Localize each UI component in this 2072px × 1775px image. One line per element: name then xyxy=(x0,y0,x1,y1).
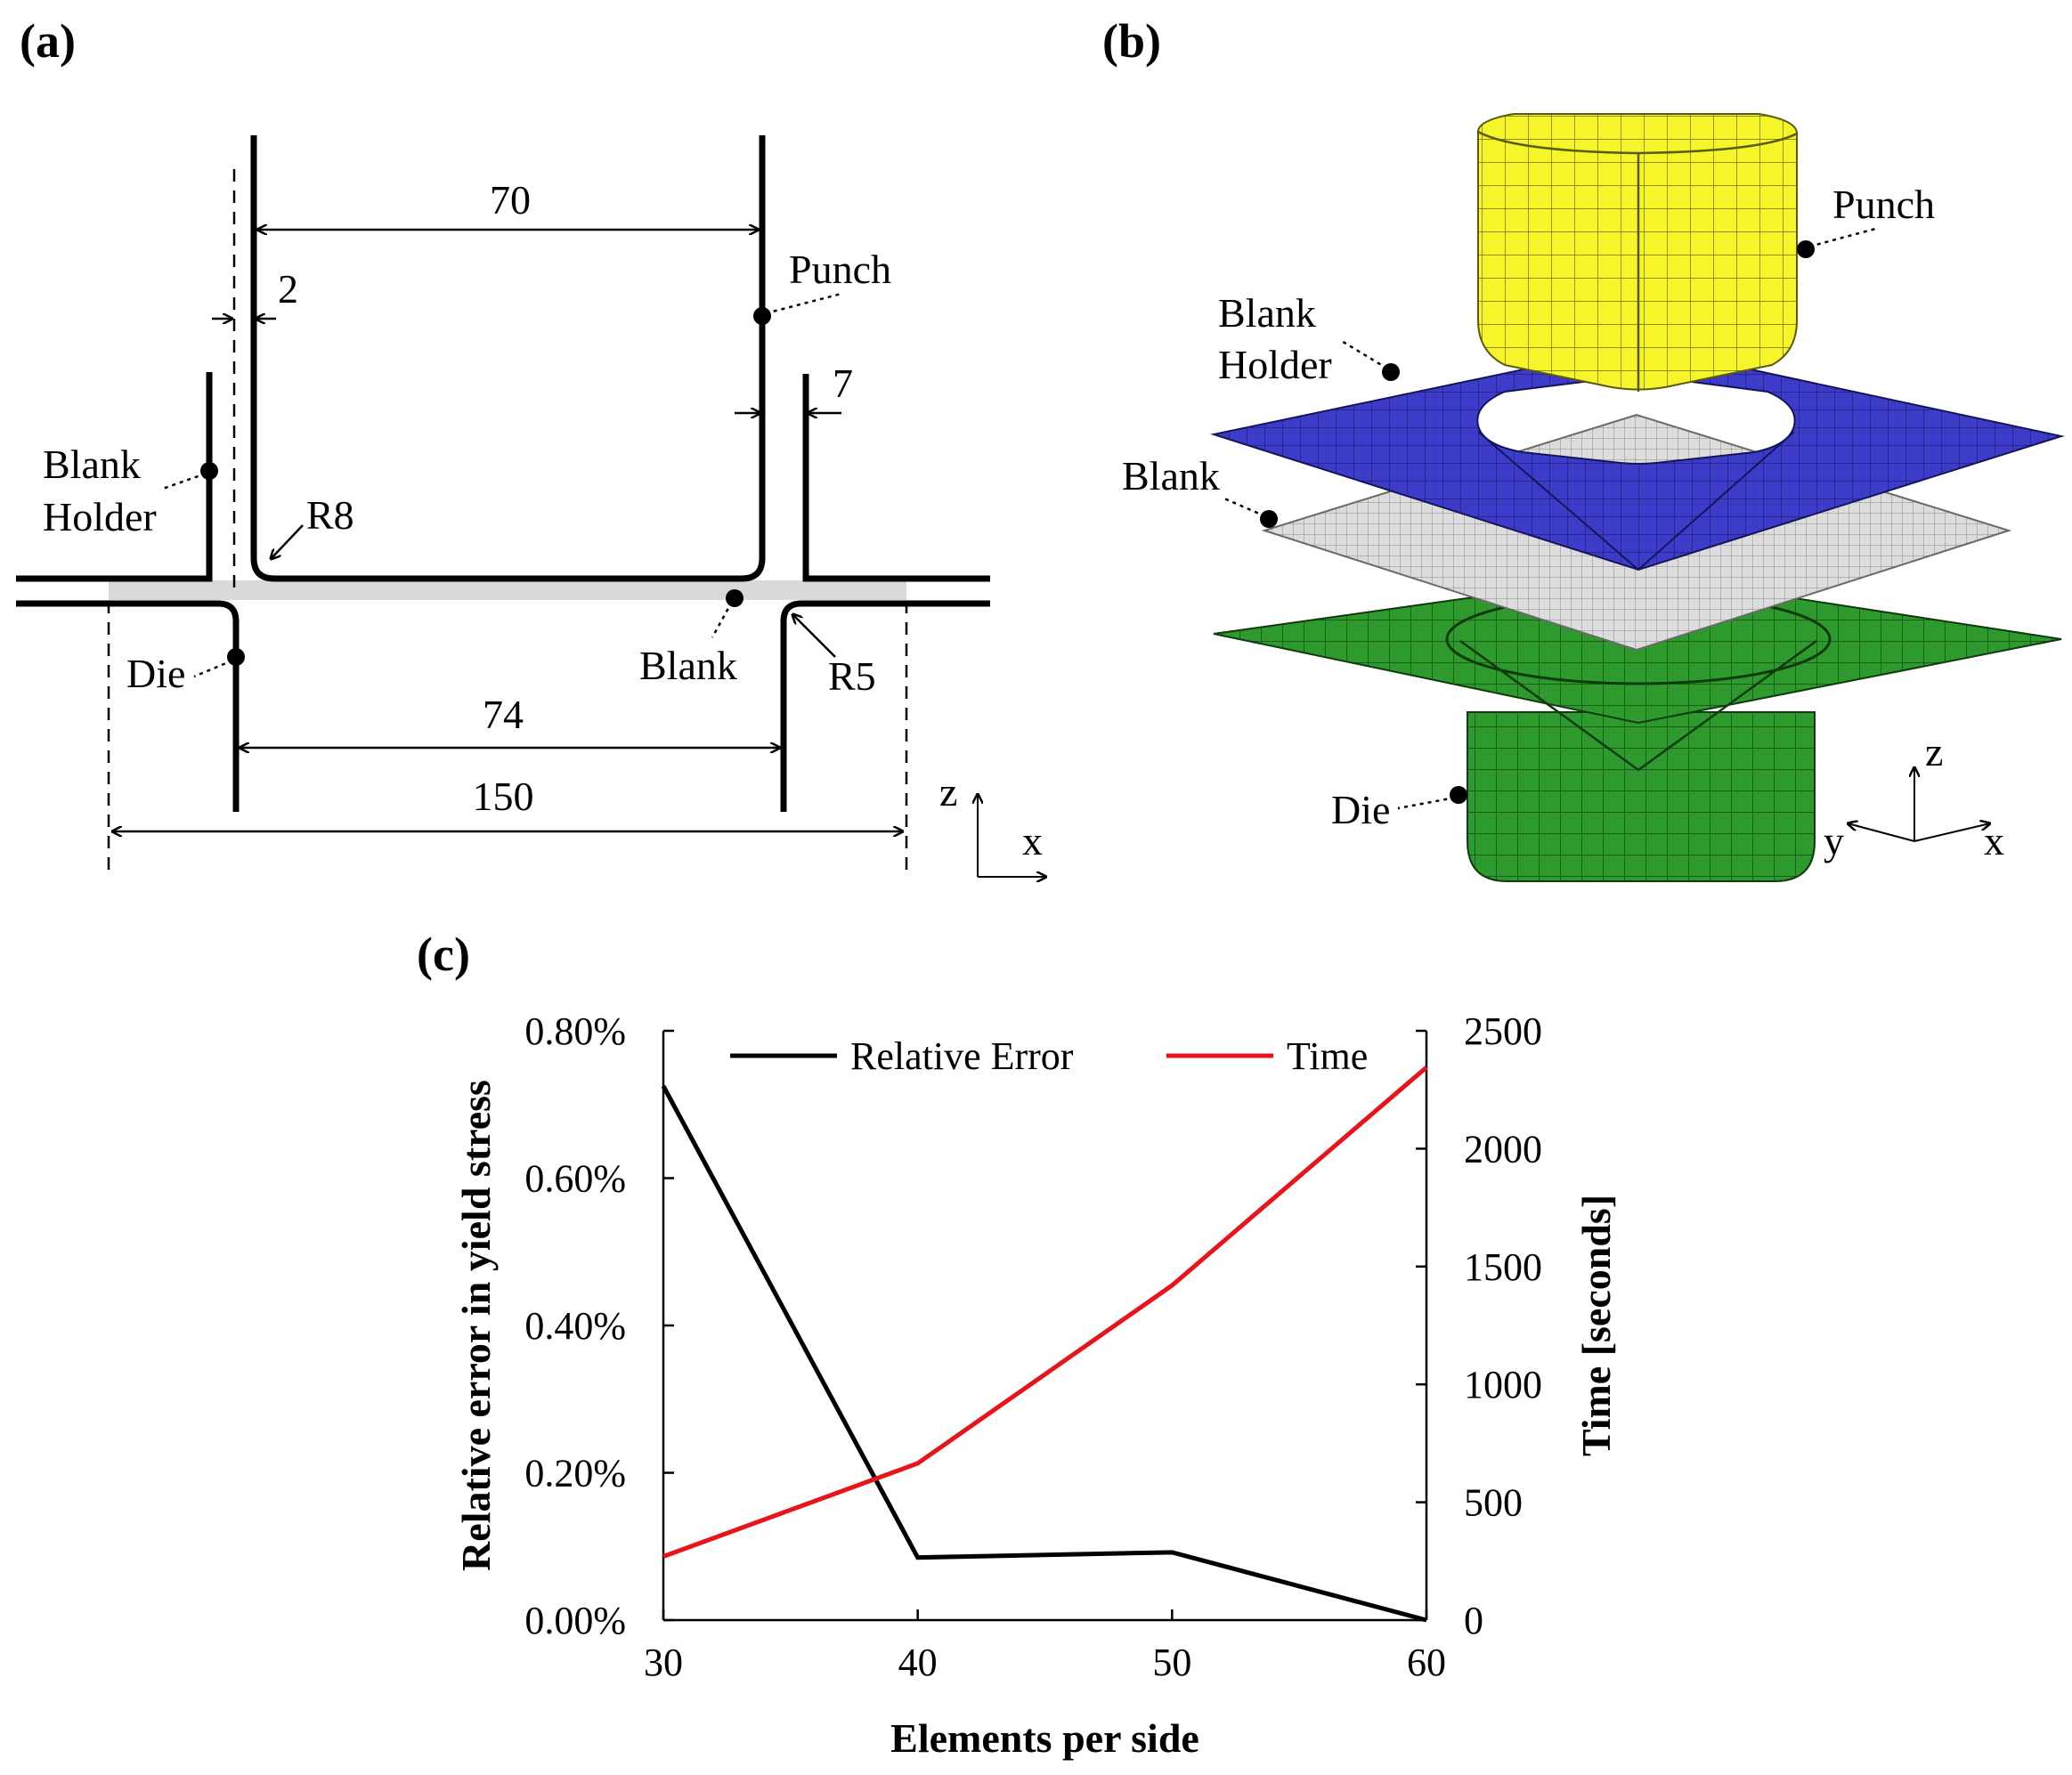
x-axis-title: Elements per side xyxy=(890,1715,1199,1761)
blank-strip xyxy=(109,580,906,600)
y3-axis-arrow xyxy=(1848,823,1915,842)
r5-arrow xyxy=(792,614,836,658)
x3-axis-arrow xyxy=(1914,823,1990,842)
y3-axis-label: y xyxy=(1824,818,1844,863)
x-tick-label: 40 xyxy=(898,1641,938,1684)
panel-c: (c) 0.00% 0.20% 0.40% 0.60% 0.80% 0 500 1000 150… xyxy=(417,928,1619,1761)
punch-dot xyxy=(753,307,771,325)
x-axis-label: x xyxy=(1022,818,1043,863)
line-chart: 0.00% 0.20% 0.40% 0.60% 0.80% 0 500 1000 1500 200… xyxy=(453,1009,1619,1761)
panel-b: (b) Punch Blank Holder B xyxy=(1102,14,2065,882)
die-cavity-cone xyxy=(1459,639,1817,772)
blank-holder-right xyxy=(802,374,990,582)
dim-150-text: 150 xyxy=(473,774,534,819)
die-label: Die xyxy=(126,651,185,696)
die-box xyxy=(1467,711,1816,882)
y-tick-label: 0.40% xyxy=(524,1304,626,1348)
y2-tick-label: 1500 xyxy=(1464,1245,1542,1289)
z-axis-label: z xyxy=(939,769,957,815)
holder-3d-dot xyxy=(1382,363,1400,381)
die-3d-label: Die xyxy=(1331,787,1390,832)
blank-holder-left xyxy=(16,372,213,582)
holder-3d-leader xyxy=(1339,338,1388,370)
punch-3d-leader xyxy=(1808,226,1880,248)
x-tick-label: 30 xyxy=(644,1641,683,1684)
r8-text: R8 xyxy=(306,492,354,538)
punch-3d-label: Punch xyxy=(1832,182,1935,227)
y2-tick-label: 0 xyxy=(1464,1599,1483,1642)
die-leader xyxy=(193,659,233,678)
blank-holder-3d xyxy=(1210,344,2065,571)
panel-c-label: (c) xyxy=(417,928,470,981)
y-axis-title: Relative error in yield stress xyxy=(453,1080,499,1571)
blank-3d-label: Blank xyxy=(1122,453,1220,498)
y-tick-label: 0.60% xyxy=(524,1157,626,1201)
y2-tick-label: 1000 xyxy=(1464,1363,1542,1406)
panel-a-label: (a) xyxy=(20,14,76,68)
punch-profile xyxy=(250,135,766,582)
r5-text: R5 xyxy=(828,653,876,699)
holder-3d-label-2: Holder xyxy=(1218,342,1332,387)
series-line-relative-error xyxy=(661,1084,1427,1623)
holder-cone xyxy=(1477,431,1795,571)
blank-dot xyxy=(726,589,743,607)
z3-axis-label: z xyxy=(1925,729,1943,774)
die-right xyxy=(780,600,990,812)
punch-leader xyxy=(765,292,842,315)
y2-tick-label: 2000 xyxy=(1464,1127,1542,1171)
y-tick-label: 0.00% xyxy=(524,1599,626,1642)
blank-label: Blank xyxy=(639,643,737,688)
punch-3d xyxy=(1477,113,1798,392)
x3-axis-label: x xyxy=(1984,818,2004,863)
dim-74-text: 74 xyxy=(483,692,524,737)
legend-label: Relative Error xyxy=(850,1034,1074,1078)
die-3d-leader xyxy=(1397,796,1456,810)
die-dot xyxy=(227,648,245,666)
holder-label-2: Holder xyxy=(43,494,157,539)
holder-dot xyxy=(200,462,218,480)
punch-3d-dot xyxy=(1797,240,1815,258)
die-left xyxy=(16,600,240,812)
dim-2-text: 2 xyxy=(278,266,298,312)
panel-b-label: (b) xyxy=(1102,14,1161,68)
y2-tick-label: 500 xyxy=(1464,1481,1523,1525)
y2-tick-label: 2500 xyxy=(1464,1009,1542,1053)
blank-leader xyxy=(711,601,734,638)
holder-leader xyxy=(159,472,207,491)
legend-label: Time xyxy=(1287,1034,1368,1078)
panel-a: (a) 70 2 7 R8 R5 74 xyxy=(16,14,1046,877)
blank-3d-dot xyxy=(1260,510,1278,528)
holder-label-1: Blank xyxy=(43,442,141,487)
dim-7-text: 7 xyxy=(833,361,853,406)
y-tick-label: 0.20% xyxy=(524,1452,626,1495)
punch-label: Punch xyxy=(789,247,891,292)
die-3d-dot xyxy=(1450,786,1467,804)
y2-axis-title: Time [seconds] xyxy=(1573,1195,1619,1456)
holder-3d-label-1: Blank xyxy=(1218,290,1316,336)
blank-3d-leader xyxy=(1223,497,1266,518)
dim-70-text: 70 xyxy=(490,177,531,223)
r8-arrow xyxy=(271,524,304,559)
series-line-time xyxy=(662,1066,1428,1559)
x-tick-label: 60 xyxy=(1407,1641,1446,1684)
x-tick-label: 50 xyxy=(1152,1641,1191,1684)
y-tick-label: 0.80% xyxy=(524,1009,626,1053)
